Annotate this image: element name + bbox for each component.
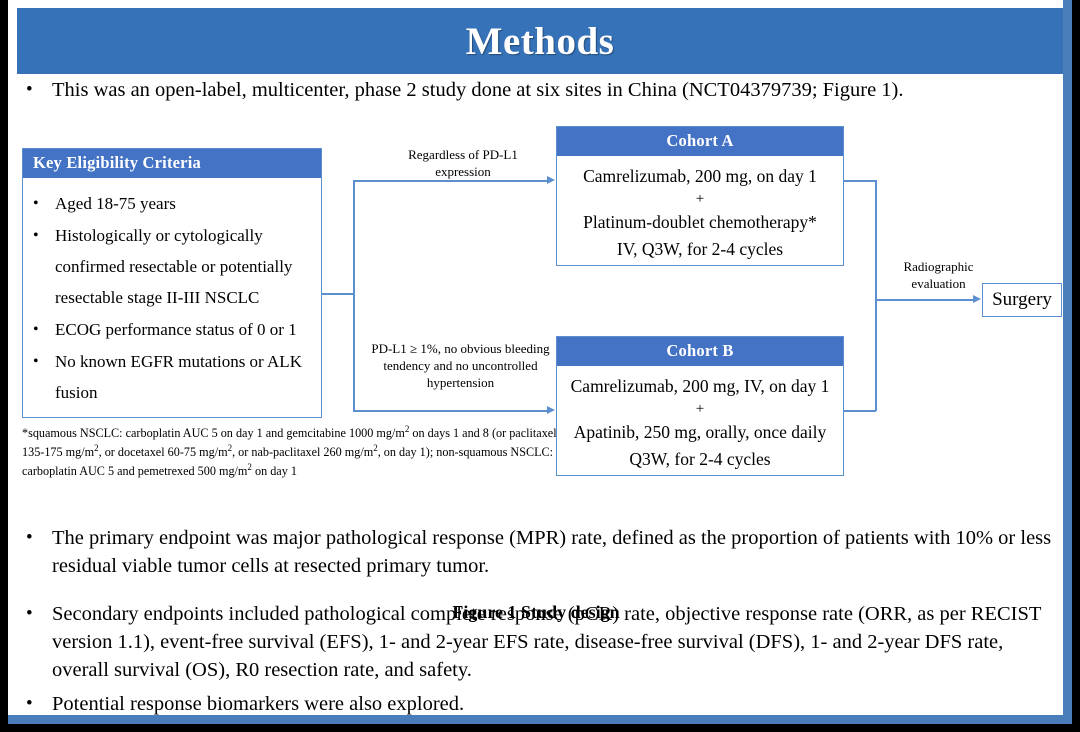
connector-line-to-surgery (875, 299, 975, 301)
eligibility-item-text: Histologically or cytologically confirme… (55, 226, 293, 307)
list-item: • Histologically or cytologically confir… (33, 220, 313, 313)
surgery-box: Surgery (982, 283, 1062, 317)
eligibility-item-text: No known EGFR mutations or ALK fusion (55, 352, 302, 402)
bullet-marker: • (33, 195, 39, 212)
intro-bullet: • This was an open-label, multicenter, p… (20, 76, 1060, 104)
cohort-a-body: Camrelizumab, 200 mg, on day 1 + Platinu… (557, 156, 843, 263)
bullet-marker: • (26, 527, 33, 548)
bullet-marker: • (26, 79, 33, 100)
cohort-a-line-2: Platinum-doublet chemotherapy* (583, 212, 817, 232)
cohort-b-line-2: Apatinib, 250 mg, orally, once daily (573, 422, 827, 442)
figure-footnote: *squamous NSCLC: carboplatin AUC 5 on da… (22, 424, 557, 479)
connector-line-to-cohort-a (353, 180, 549, 182)
eligibility-criteria-box: Key Eligibility Criteria • Aged 18-75 ye… (22, 148, 322, 418)
eligibility-header: Key Eligibility Criteria (23, 149, 321, 178)
connector-line-from-cohort-b (844, 410, 876, 412)
slide-canvas: Methods • This was an open-label, multic… (8, 0, 1072, 724)
page-title: Methods (465, 19, 615, 63)
cohort-a-plus: + (695, 191, 705, 207)
bullet-marker: • (33, 353, 39, 370)
radiographic-evaluation-label: Radiographic evaluation (903, 259, 974, 291)
cohort-b-header: Cohort B (557, 337, 843, 366)
cohort-b-box: Cohort B Camrelizumab, 200 mg, IV, on da… (556, 336, 844, 476)
eligibility-list: • Aged 18-75 years • Histologically or c… (23, 178, 321, 408)
slide-edge-bottom (8, 715, 1072, 724)
arrowhead-to-cohort-b (547, 406, 555, 414)
bullet-biomarkers: • Potential response biomarkers were als… (20, 690, 1060, 718)
cohort-a-box: Cohort A Camrelizumab, 200 mg, on day 1 … (556, 126, 844, 266)
bullet-secondary-endpoints: • Secondary endpoints included pathologi… (20, 600, 1060, 684)
figure-caption: Figure 1 Study design (452, 602, 620, 622)
list-item: • Aged 18-75 years (33, 188, 313, 219)
bullet-secondary-endpoints-text: Secondary endpoints included pathologica… (52, 603, 1042, 681)
cohort-a-line-1: Camrelizumab, 200 mg, on day 1 (583, 166, 817, 186)
bullet-biomarkers-text: Potential response biomarkers were also … (52, 693, 465, 715)
cohort-b-line-3: Q3W, for 2-4 cycles (629, 449, 771, 469)
bullet-marker: • (33, 227, 39, 244)
arrowhead-to-surgery (973, 295, 981, 303)
slide-edge-right (1063, 0, 1072, 724)
eligibility-item-text: ECOG performance status of 0 or 1 (55, 320, 297, 339)
bullet-marker: • (26, 603, 33, 624)
cohort-b-plus: + (695, 401, 705, 417)
cohort-a-line-3: IV, Q3W, for 2-4 cycles (616, 239, 784, 259)
arrowhead-to-cohort-a (547, 176, 555, 184)
connector-line-from-cohort-a (844, 180, 876, 182)
intro-bullet-text: This was an open-label, multicenter, pha… (52, 79, 904, 101)
study-design-figure: Key Eligibility Criteria • Aged 18-75 ye… (8, 118, 1072, 622)
surgery-label: Surgery (992, 289, 1052, 310)
branch-label-bottom: PD-L1 ≥ 1%, no obvious bleeding tendency… (371, 341, 550, 390)
bullet-primary-endpoint-text: The primary endpoint was major pathologi… (52, 527, 1052, 577)
connector-line-to-cohort-b (353, 410, 549, 412)
eligibility-item-text: Aged 18-75 years (55, 194, 176, 213)
connector-line-merge (875, 180, 877, 411)
bullet-marker: • (26, 693, 33, 714)
slide-title-banner: Methods (17, 8, 1063, 74)
bullet-marker: • (33, 321, 39, 338)
list-item: • ECOG performance status of 0 or 1 (33, 314, 313, 345)
list-item: • No known EGFR mutations or ALK fusion (33, 346, 313, 408)
cohort-a-header: Cohort A (557, 127, 843, 156)
branch-label-top: Regardless of PD-L1 expression (408, 147, 518, 179)
cohort-b-line-1: Camrelizumab, 200 mg, IV, on day 1 (570, 376, 830, 396)
cohort-b-body: Camrelizumab, 200 mg, IV, on day 1 + Apa… (557, 366, 843, 473)
bullet-primary-endpoint: • The primary endpoint was major patholo… (20, 524, 1060, 580)
connector-line-split-upper (353, 180, 355, 294)
connector-line-split-lower (353, 293, 355, 411)
connector-line-from-eligibility (322, 293, 354, 295)
